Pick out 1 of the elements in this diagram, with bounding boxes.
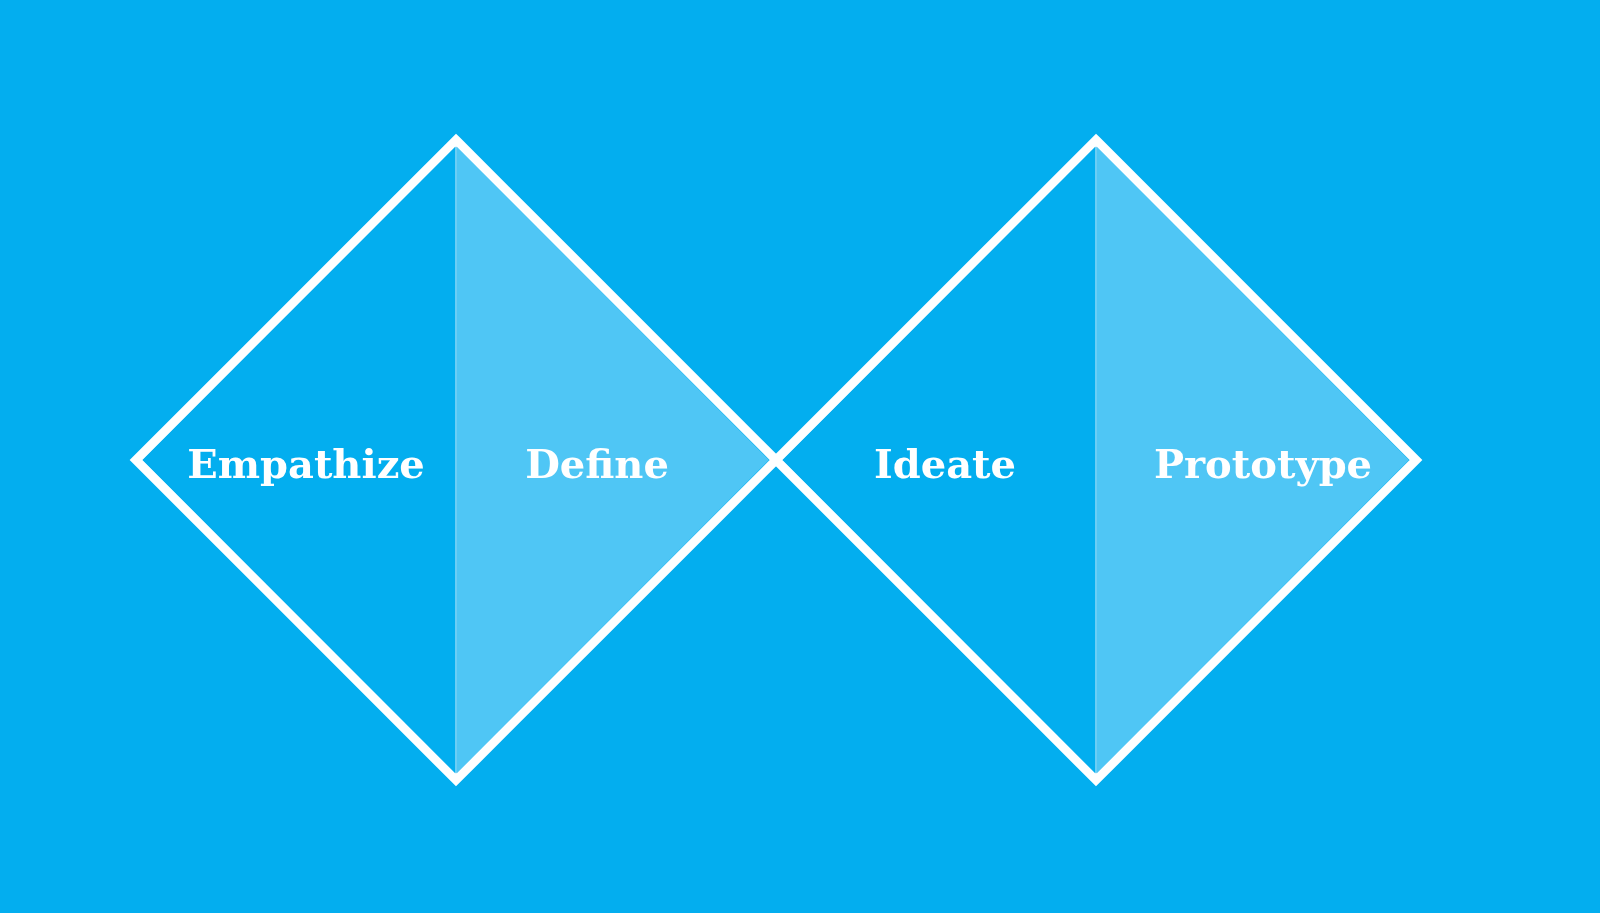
stage-label: Define (525, 444, 669, 484)
